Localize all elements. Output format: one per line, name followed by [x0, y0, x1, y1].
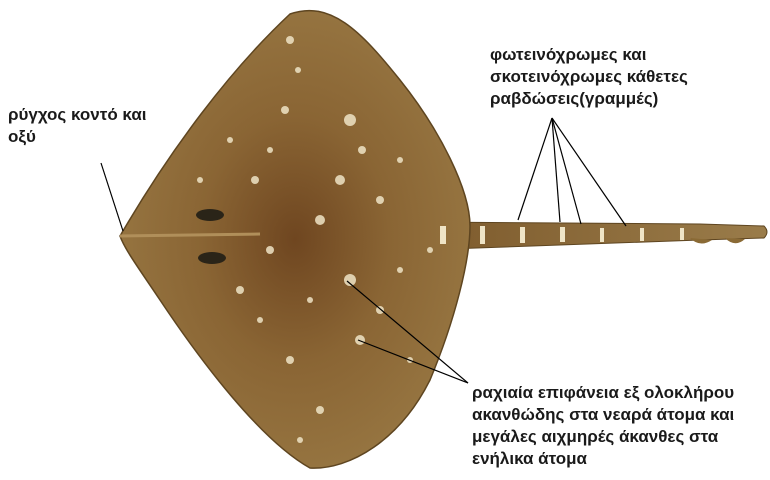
label-dorsal-line-1: ραχιαία επιφάνεια εξ ολοκλήρου — [472, 382, 734, 404]
label-dorsal-line-4: ενήλικα άτομα — [472, 448, 734, 470]
label-dorsal: ραχιαία επιφάνεια εξ ολοκλήρου ακανθώδης… — [472, 382, 734, 470]
ray-eye-lower — [198, 252, 226, 264]
label-snout: ρύγχος κοντό και οξύ — [8, 104, 147, 148]
label-stripes-line-2: σκοτεινόχρωμες κάθετες — [490, 66, 688, 88]
label-stripes: φωτεινόχρωμες και σκοτεινόχρωμες κάθετες… — [490, 44, 688, 110]
label-snout-line-2: οξύ — [8, 126, 147, 148]
snout-pointer — [101, 163, 123, 231]
label-dorsal-line-2: ακανθώδης στα νεαρά άτομα και — [472, 404, 734, 426]
ray-body — [120, 11, 470, 469]
stripe-pointer-1 — [518, 118, 552, 220]
label-stripes-line-3: ραβδώσεις(γραμμές) — [490, 88, 688, 110]
ray-snout-ridge — [120, 234, 260, 236]
stripe-pointer-4 — [552, 118, 626, 226]
ray-tail — [420, 222, 767, 250]
label-dorsal-line-3: μεγάλες αιχμηρές άκανθες στα — [472, 426, 734, 448]
label-stripes-line-1: φωτεινόχρωμες και — [490, 44, 688, 66]
ray-eye-upper — [196, 209, 224, 221]
label-snout-line-1: ρύγχος κοντό και — [8, 104, 147, 126]
